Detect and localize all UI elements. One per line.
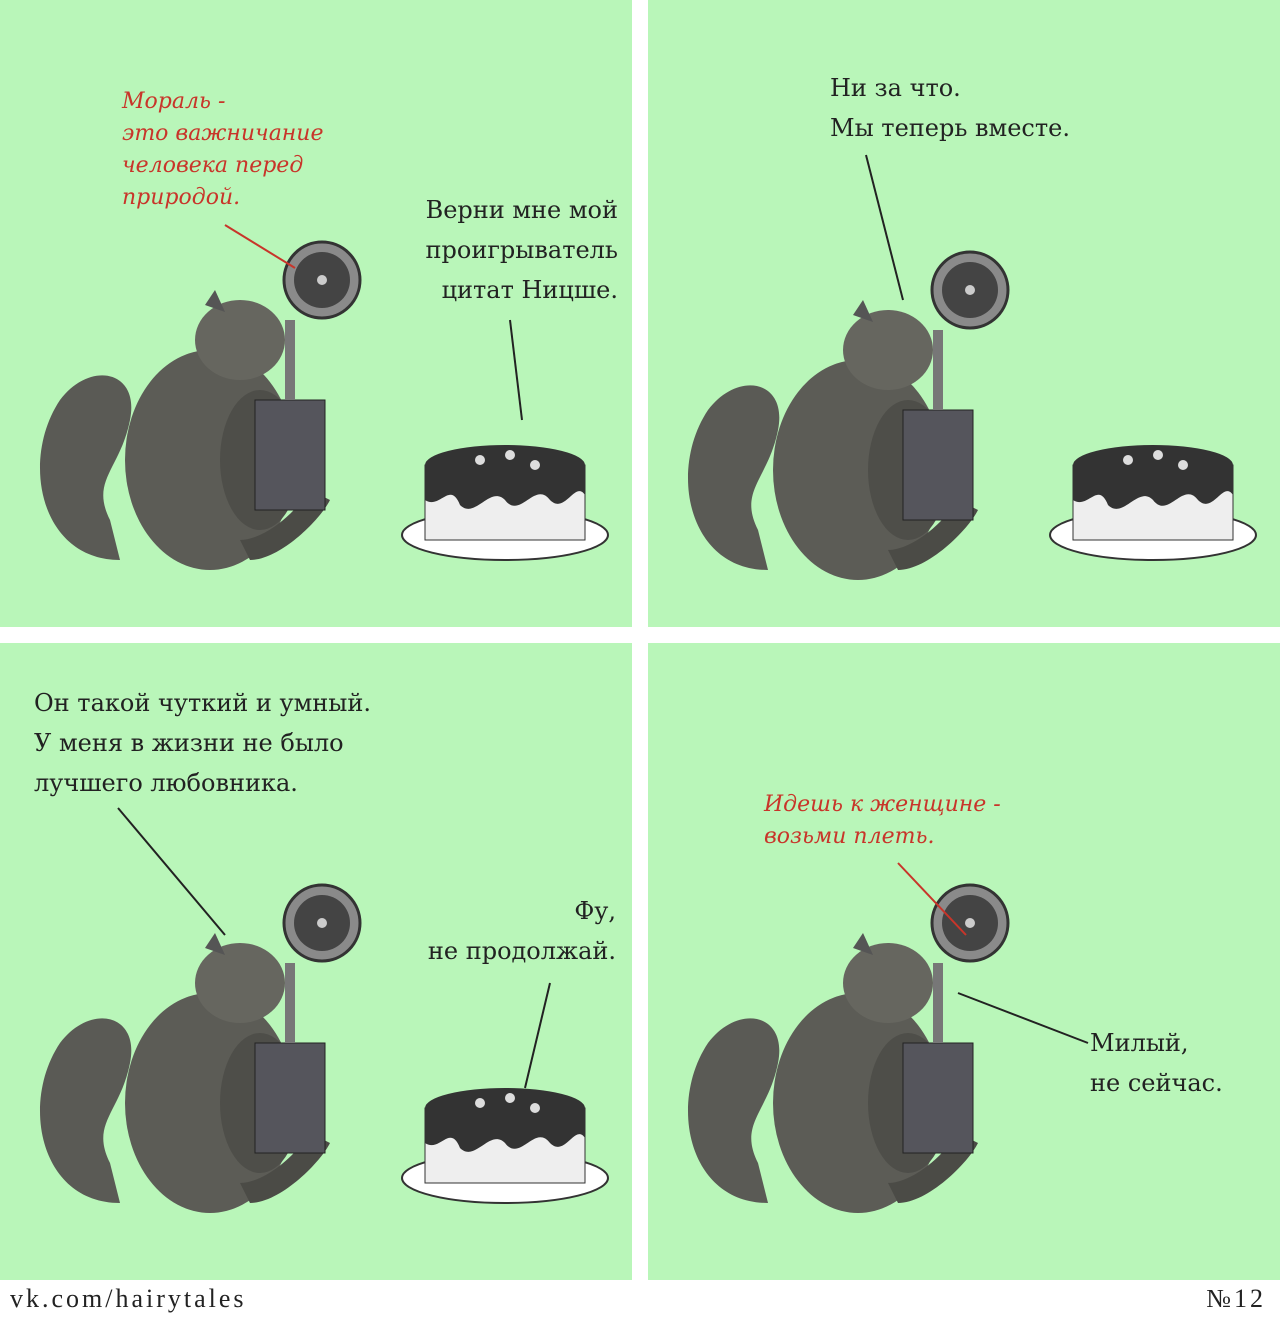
nietzsche-quote: Мораль - это важничание человека перед п…	[122, 89, 324, 210]
panel-4: Идешь к женщине - возьми плеть. Милый, н…	[648, 643, 1280, 1280]
squirrel-speech: Милый, не сейчас.	[1090, 1029, 1223, 1097]
squirrel-speech: Ни за что. Мы теперь вместе.	[830, 74, 1070, 142]
cake-reply: Фу, не продолжай.	[427, 897, 616, 965]
panel-1: Мораль - это важничание человека перед п…	[0, 0, 632, 627]
panel-2: Ни за что. Мы теперь вместе.	[648, 0, 1280, 627]
squirrel-gramophone-cake-illustration	[38, 224, 609, 572]
speech-pointer	[117, 807, 226, 936]
panel-3: Он такой чуткий и умный. У меня в жизни …	[0, 643, 632, 1280]
quote-pointer	[897, 862, 967, 936]
quote-pointer	[224, 224, 296, 269]
speech-pointer	[957, 992, 1089, 1044]
squirrel-gramophone-cake-illustration	[686, 154, 1257, 582]
nietzsche-quote: Идешь к женщине - возьми плеть.	[764, 792, 1001, 849]
speech-pointer	[509, 319, 523, 421]
issue-number: №12	[1206, 1284, 1266, 1313]
squirrel-gramophone-illustration	[686, 862, 1089, 1215]
squirrel-gramophone-cake-illustration	[38, 807, 609, 1215]
speech-pointer	[865, 154, 904, 301]
reply-pointer	[524, 982, 551, 1089]
cake-speech: Верни мне мой проигрыватель цитат Ницше.	[425, 196, 618, 304]
site-link[interactable]: vk.com/hairytales	[10, 1284, 247, 1313]
squirrel-speech: Он такой чуткий и умный. У меня в жизни …	[34, 689, 371, 797]
